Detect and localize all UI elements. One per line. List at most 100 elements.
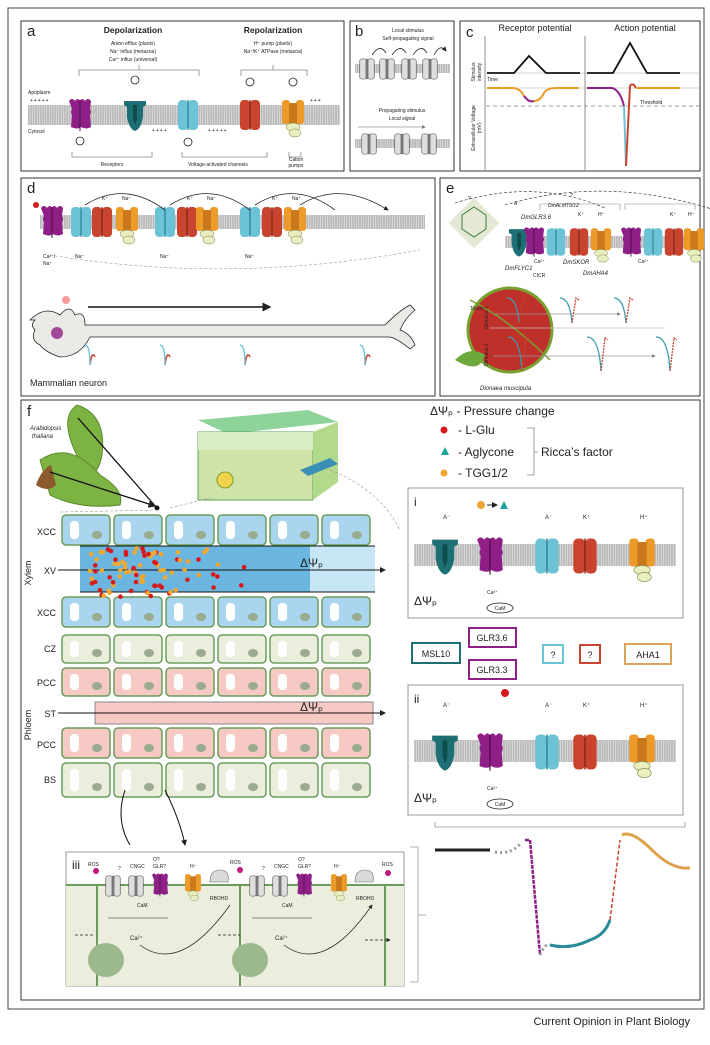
l-glu-dot (153, 560, 159, 566)
pressure-label: ΔΨₚ (414, 594, 437, 608)
ion-label: Na⁺ (207, 196, 216, 202)
bs-cell (113, 762, 163, 798)
panel-label: c (466, 24, 474, 41)
charge-plus: +++++ (208, 128, 228, 134)
tgg-dot (152, 550, 158, 555)
tgg-dot (185, 559, 191, 564)
aglycone-marker (441, 447, 449, 455)
bs-cell (61, 762, 111, 798)
time-label: Time (487, 77, 498, 83)
tgg-dot (169, 570, 174, 575)
aha-label: DmAHA4 (583, 271, 609, 277)
cz-cell (165, 634, 215, 664)
xylem-label: Xylem (23, 560, 33, 585)
l-glu-dot (241, 564, 247, 570)
cam-label: CaM (137, 903, 148, 909)
bs-cell (269, 762, 319, 798)
question-label: ? (468, 196, 471, 202)
row-label: BS (44, 775, 56, 785)
tgg-dot (182, 567, 187, 573)
cicr-label: CICR (533, 273, 546, 279)
o-label: O? (153, 857, 160, 863)
species-label: Dionaea muscipula (480, 386, 532, 392)
receptors-label: Receptors (101, 162, 124, 168)
tgg-dot (115, 561, 121, 567)
pcc-cell (165, 727, 215, 759)
box-i: i A⁻ A⁻ K⁺ H⁺ Ca²⁺ CaM ΔΨₚ (407, 487, 684, 619)
ion-label: A⁻ (443, 703, 450, 709)
legend-pressure: ΔΨₚ - Pressure change (430, 404, 555, 418)
panel-e: e Touch Dionaea muscipula ? ? A⁻ DmGLR3.… (439, 177, 710, 397)
ion-label: A⁻ (545, 515, 552, 521)
legend-tgg: - TGG1/2 (458, 466, 508, 480)
question-label: ? (570, 193, 573, 199)
tgg-dot (161, 567, 166, 573)
flyc-label: DmFLYC1 (505, 266, 532, 272)
l-glu-dot (152, 583, 157, 588)
legend-riccas-factor: Ricca’s factor (541, 445, 613, 459)
voltage-trace (435, 832, 691, 956)
tgg-dot (132, 550, 137, 555)
stimulus-label: Stimulus 1 (484, 306, 490, 330)
pcc-cell (321, 667, 371, 697)
threshold-label: Threshold (640, 100, 662, 106)
bs-cell (217, 762, 267, 798)
tgg-marker (440, 469, 448, 477)
tgg-dot (112, 561, 117, 567)
l-glu-dot (108, 548, 114, 554)
depol-line: Anion efflux (plants) (111, 41, 155, 47)
row-label: ST (44, 709, 56, 719)
pcc-cell (269, 667, 319, 697)
ion-label: K⁺ (102, 196, 108, 202)
depol-line: Na⁺ influx (metazoa) (110, 49, 156, 55)
pcc-cell (61, 667, 111, 697)
ros-label: ROS (382, 862, 394, 868)
ion-label: Ca²⁺ (487, 590, 498, 596)
species-label: thaliana (32, 434, 54, 440)
ion-label: Ca²⁺ (487, 786, 498, 792)
row-label: XCC (37, 527, 57, 537)
ion-label: H⁺ (190, 864, 197, 870)
l-glu-dot (113, 557, 118, 562)
l-glu-dot (210, 572, 216, 577)
tgg-dot (139, 579, 145, 585)
tgg-dot (196, 572, 202, 578)
voltage-channel-red (239, 99, 261, 131)
leaf-cross-section (197, 410, 338, 501)
tgg-dot (177, 558, 183, 563)
tgg-dot (87, 568, 93, 574)
tgg-dot (168, 589, 174, 595)
receptor-channel-purple (68, 98, 92, 132)
y-label: Extracellular Voltage (471, 105, 477, 151)
tgg-dot (101, 593, 106, 599)
ion-label: K⁺ (187, 196, 193, 202)
protein-unknown-k: ? (587, 650, 592, 660)
xcc-cell (269, 514, 319, 546)
tgg-dot (88, 551, 94, 557)
ion-label: A⁻ (443, 515, 450, 521)
depolarization-title: Depolarization (104, 25, 163, 35)
panel-f: f Arabidopsis thaliana ΔΨₚ - Pressure ch… (20, 399, 701, 1001)
l-glu-dot (133, 579, 139, 585)
glr-label: DmGLR3.6 (521, 215, 552, 221)
touch-label: Touch (470, 306, 484, 312)
tgg-dot (139, 575, 144, 581)
tgg-dot (120, 559, 126, 565)
pressure-label-xylem: ΔΨₚ (300, 556, 323, 570)
cam-label: CaM (495, 606, 506, 612)
ion-label: Ca²⁺ (130, 935, 143, 942)
protein-legend: MSL10 GLR3.6 GLR3.3 ? ? AHA1 (411, 627, 672, 680)
repol-line: H⁺ pump (plants) (254, 41, 293, 47)
l-glu-dot (196, 557, 201, 562)
ion-label: Na⁺ (122, 196, 131, 202)
l-glu-dot (211, 585, 216, 590)
cytosol-label: Cytosol (28, 129, 45, 135)
pressure-label: ΔΨₚ (414, 791, 437, 805)
stimulus-label: Stimulus 2 (484, 343, 490, 367)
legend-aglycone: - Aglycone (458, 445, 514, 459)
depol-line: Ca²⁺ influx (universal) (109, 57, 158, 63)
journal-footer: Current Opinion in Plant Biology (533, 1016, 690, 1028)
cz-cell (269, 634, 319, 664)
tgg-dot (99, 568, 105, 573)
